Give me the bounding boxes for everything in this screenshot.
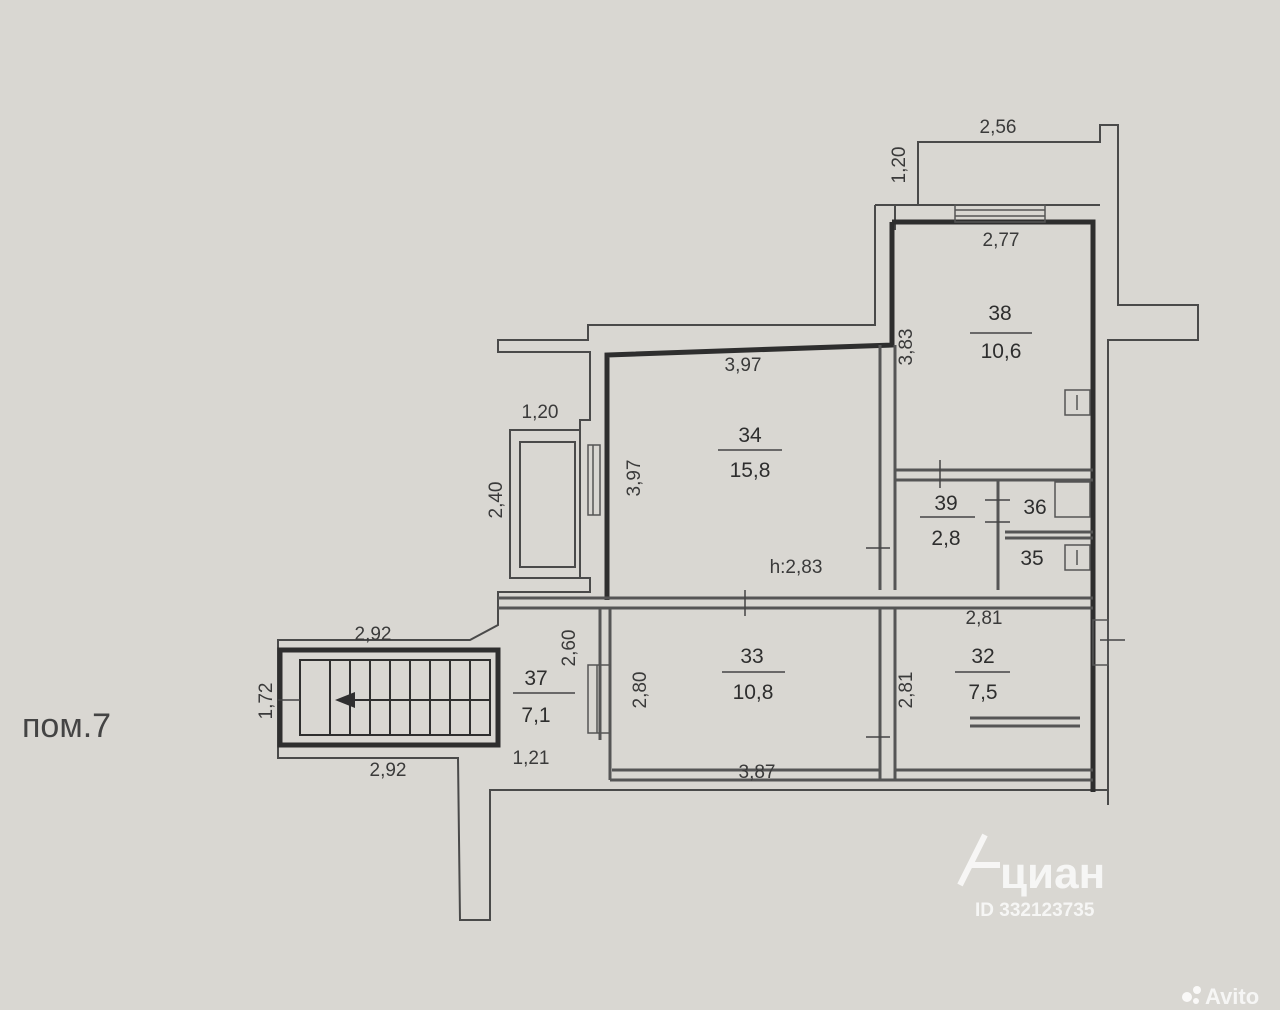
stairwell (277, 647, 501, 748)
dim-room34-height: 3,97 (624, 460, 645, 497)
cian-watermark: циан ID 332123735 (957, 833, 1105, 921)
ceiling-height-note: h:2,83 (770, 557, 823, 578)
cian-logo-icon (957, 833, 1000, 887)
dim-room34-width: 3,97 (725, 355, 762, 376)
exterior-walls (277, 124, 1199, 921)
room-34-area: 15,8 (730, 459, 771, 482)
partitions (498, 345, 1093, 782)
dim-balcony-top-depth: 1,20 (889, 147, 910, 184)
room-38-area: 10,6 (981, 340, 1022, 363)
stair-arrow-icon (335, 692, 355, 708)
room-35-number: 35 (1020, 547, 1043, 570)
cian-brand-text: циан (1000, 849, 1105, 898)
room-37-area: 7,1 (521, 704, 550, 727)
dim-stairs-top: 2,92 (355, 624, 392, 645)
dim-left-balcony-width: 1,20 (522, 402, 559, 423)
windows (587, 204, 1109, 734)
room-33-area: 10,8 (733, 681, 774, 704)
dim-room37-height: 2,60 (559, 630, 580, 667)
room-fraction-lines (513, 332, 1032, 694)
dimension-labels: 2,56 1,20 2,77 3,83 3,97 3,97 1,20 2,40 … (256, 117, 1019, 783)
dim-room32-width: 2,81 (966, 608, 1003, 629)
interior-walls (604, 219, 1096, 792)
premises-label: пом.7 (22, 707, 111, 745)
avito-logo-icon (1182, 992, 1192, 1002)
dim-stairs-bottom: 2,92 (370, 760, 407, 781)
dim-room38-height: 3,83 (896, 329, 917, 366)
room-38-number: 38 (988, 302, 1011, 325)
dim-left-balcony-height: 2,40 (486, 482, 507, 519)
dim-room33-width: 3,87 (739, 762, 776, 783)
avito-brand-text: Avito (1205, 984, 1259, 1009)
dim-room32-height: 2,81 (896, 672, 917, 709)
room-32-area: 7,5 (968, 681, 997, 704)
room-34-number: 34 (738, 424, 762, 447)
room-labels: 38 10,6 34 15,8 39 2,8 36 35 33 10,8 32 … (521, 302, 1046, 727)
cian-listing-id: ID 332123735 (975, 900, 1095, 921)
left-balcony (509, 429, 581, 579)
room-37-number: 37 (524, 667, 547, 690)
fixtures (1054, 389, 1091, 571)
dim-room37-bottom: 1,21 (513, 748, 550, 769)
room-39-area: 2,8 (931, 527, 960, 550)
dim-room38-width: 2,77 (983, 230, 1020, 251)
dim-room33-height: 2,80 (630, 672, 651, 709)
room-33-number: 33 (740, 645, 763, 668)
room-32-number: 32 (971, 645, 994, 668)
avito-watermark: Avito (1182, 984, 1259, 1009)
room-39-number: 39 (934, 492, 957, 515)
door-marks (278, 460, 1125, 738)
room-36-number: 36 (1023, 496, 1046, 519)
dim-stairs-width: 1,72 (256, 683, 277, 720)
dim-balcony-top-width: 2,56 (980, 117, 1017, 138)
